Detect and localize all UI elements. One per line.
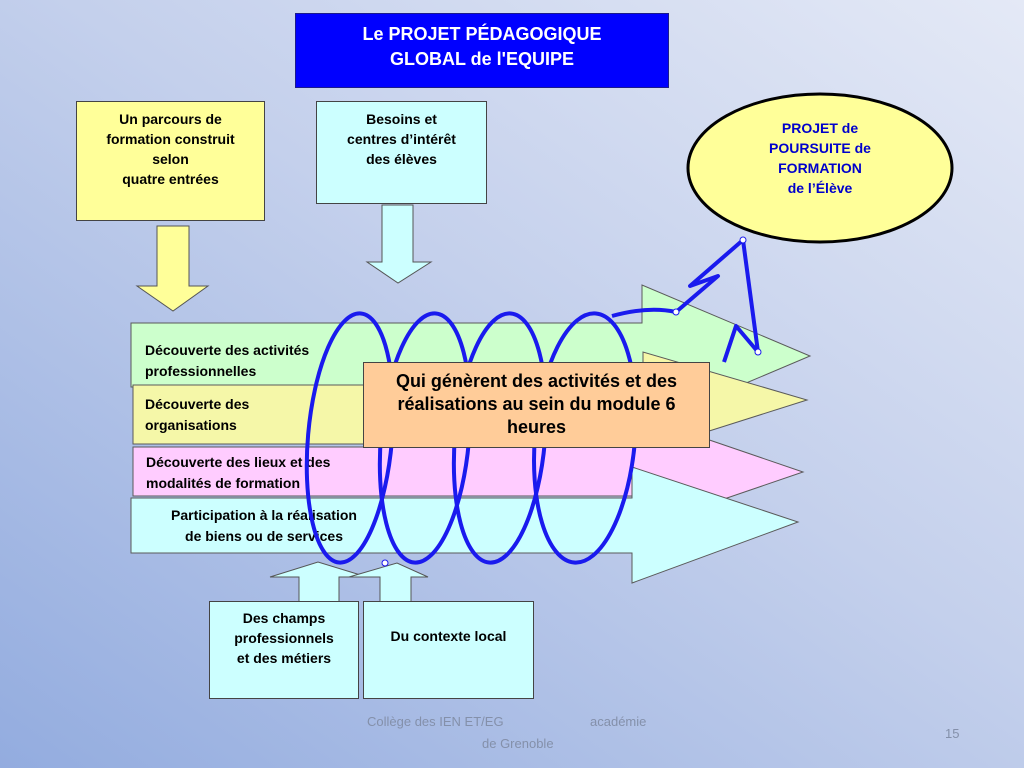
band-label-activites: Découverte des activités professionnelle… — [145, 340, 309, 382]
band-line: professionnelles — [145, 363, 257, 379]
band-line: de biens ou de services — [185, 528, 343, 544]
band-label-lieux: Découverte des lieux et des modalités de… — [146, 452, 330, 494]
contexte-box: Du contexte local — [363, 601, 534, 699]
module-box: Qui génèrent des activités et des réalis… — [363, 362, 710, 448]
band-label-participation: Participation à la réalisation de biens … — [140, 505, 388, 547]
projet-line: POURSUITE de — [769, 140, 871, 156]
left-up-arrow — [269, 561, 368, 607]
besoins-line: des élèves — [366, 151, 437, 167]
parcours-box: Un parcours de formation construit selon… — [76, 101, 265, 221]
besoins-line: centres d’intérêt — [347, 131, 456, 147]
yellow-down-arrow — [135, 225, 210, 312]
besoins-line: Besoins et — [366, 111, 437, 127]
title-box: Le PROJET PÉDAGOGIQUE GLOBAL de l'EQUIPE — [295, 13, 669, 88]
champs-line: et des métiers — [236, 650, 332, 666]
besoins-box: Besoins et centres d’intérêt des élèves — [316, 101, 487, 204]
band-line: Participation à la réalisation — [171, 507, 357, 523]
module-line: réalisations au sein du module 6 — [397, 394, 676, 414]
projet-line: de l’Élève — [787, 180, 853, 196]
projet-line: FORMATION — [778, 160, 862, 176]
parcours-line: formation construit — [106, 131, 235, 147]
cyan-down-arrow — [365, 204, 433, 284]
parcours-line: selon — [152, 151, 189, 167]
page-number: 15 — [945, 726, 960, 741]
footer-text: Collège des IEN ET/EG — [367, 714, 504, 729]
parcours-line: Un parcours de — [119, 111, 222, 127]
parcours-line: quatre entrées — [122, 171, 219, 187]
champs-box: Des champs professionnels et des métiers — [209, 601, 359, 699]
band-line: Découverte des lieux et des — [146, 454, 331, 470]
right-up-arrow — [348, 562, 429, 607]
module-line: Qui génèrent des activités et des — [395, 371, 678, 391]
champs-line: Des champs — [242, 610, 326, 626]
projet-ellipse — [686, 92, 954, 244]
title-line: Le PROJET PÉDAGOGIQUE — [362, 24, 602, 44]
band-line: Découverte des — [145, 396, 250, 412]
band-line: modalités de formation — [146, 475, 301, 491]
module-line: heures — [506, 417, 567, 437]
band-line: organisations — [145, 417, 237, 433]
champs-line: professionnels — [234, 630, 334, 646]
title-line: GLOBAL de l'EQUIPE — [390, 49, 574, 69]
band-line: Découverte des activités — [145, 342, 310, 358]
projet-line: PROJET de — [781, 120, 859, 136]
contexte-label: Du contexte local — [390, 628, 507, 644]
footer-text: académie — [590, 714, 647, 729]
projet-ellipse-text: PROJET de POURSUITE de FORMATION de l’Él… — [700, 118, 940, 198]
footer-text: de Grenoble — [482, 736, 554, 751]
band-label-organisations: Découverte des organisations — [145, 394, 249, 436]
